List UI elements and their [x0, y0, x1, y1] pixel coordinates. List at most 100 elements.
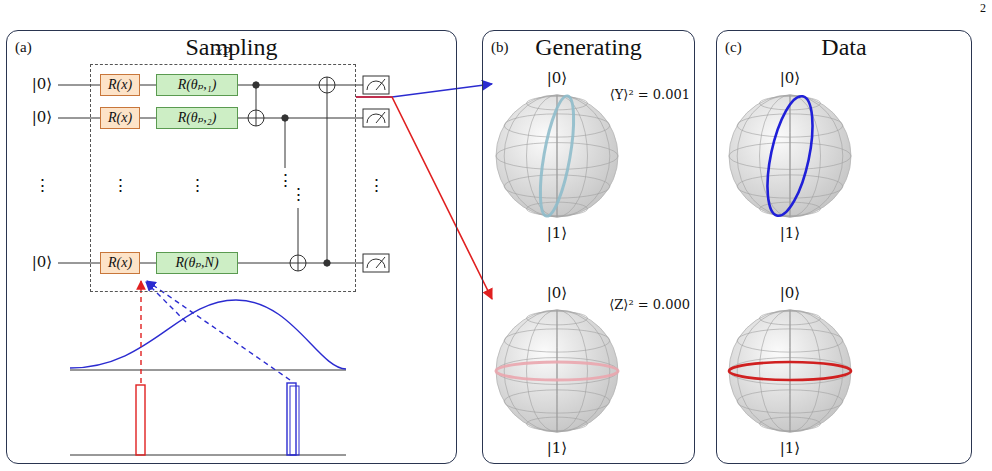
panel-title: Sampling: [7, 34, 456, 62]
measurement-meters: [376, 79, 385, 90]
sphere-grid: [557, 95, 558, 217]
ket-label: |0⟩: [725, 285, 855, 302]
rotation-gate: R(x): [100, 74, 140, 96]
sphere-grid: [557, 310, 558, 432]
figure-panel: R(x)R(θₚ,₁)R(x)R(θₚ,₂)R(x)R(θₚ,N)×P(a)Sa…: [6, 30, 457, 464]
sphere-grid: [504, 95, 610, 217]
cnot-gates: [253, 82, 259, 88]
qubit-input: |0⟩: [32, 254, 52, 271]
expectation-value: ⟨Y⟩² = 0.001: [610, 88, 690, 102]
sphere-grid: [737, 175, 843, 198]
measurement-meters: [363, 254, 389, 272]
gaussian-distribution: [290, 386, 299, 455]
bloch-sphere: |0⟩|1⟩: [725, 70, 855, 242]
sphere-grid: [760, 311, 821, 324]
cnot-gates: [282, 115, 288, 121]
cnot-gates: [256, 110, 257, 126]
sphere-body: [729, 310, 851, 432]
cnot-gates: [327, 77, 328, 93]
sphere-grid: [790, 310, 791, 432]
cnot-gates: [290, 255, 306, 271]
sphere-grid: [729, 310, 851, 432]
measurement-arrow: [356, 84, 492, 97]
sphere-grid: [504, 114, 610, 137]
ellipsis: ⋮: [290, 185, 307, 204]
ellipsis: ⋮: [189, 176, 206, 195]
gate-label: R(θₚ,₁): [157, 75, 237, 95]
measurement-meters: [376, 112, 385, 123]
ket-label: |1⟩: [725, 225, 855, 242]
sampling-arrows: [146, 282, 186, 322]
sphere-grid: [504, 390, 610, 413]
rotation-gate: R(θₚ,N): [156, 252, 238, 274]
sphere-grid: [527, 311, 588, 324]
cnot-gates: [298, 255, 299, 271]
measurement-meters: [363, 109, 389, 127]
cnot-gates: [248, 110, 264, 126]
ket-label: |1⟩: [492, 225, 622, 242]
rotation-gate: R(x): [100, 107, 140, 129]
gaussian-distribution: [136, 385, 145, 455]
sphere-drawing: [492, 285, 622, 457]
sphere-drawing: [725, 285, 855, 457]
sphere-grid: [737, 310, 843, 432]
gate-label: R(x): [101, 108, 139, 128]
measurement-meters: [376, 257, 385, 268]
bloch-sphere: |0⟩|1⟩: [725, 285, 855, 457]
sphere-grid: [729, 143, 851, 170]
sphere-body: [496, 95, 618, 217]
state-trajectory: [496, 362, 618, 380]
bloch-sphere: |0⟩|1⟩: [492, 285, 622, 457]
gaussian-distribution: [70, 370, 346, 371]
rotation-gate: R(θₚ,₂): [156, 107, 238, 129]
ellipsis: ⋮: [368, 176, 385, 195]
panel-tag: (a): [15, 39, 32, 56]
gate-label: R(x): [101, 253, 139, 273]
gaussian-distribution: [287, 383, 296, 455]
panel-title: Data: [717, 34, 971, 62]
page-number: 2: [980, 2, 986, 15]
cnot-gates: [327, 77, 328, 263]
sphere-grid: [557, 310, 558, 432]
sphere-grid: [760, 417, 821, 430]
bloch-sphere: |0⟩ |1⟩: [492, 70, 622, 242]
measurement-meters: [363, 76, 389, 272]
cnot-gates: [319, 77, 335, 93]
cnot-gates: [324, 260, 330, 266]
ket-label: |1⟩: [492, 440, 622, 457]
rotation-gate: R(x): [100, 252, 140, 274]
state-trajectory: [534, 94, 581, 219]
sphere-grid: [790, 95, 791, 217]
rotation-gate: R(θₚ,₁): [156, 74, 238, 96]
sphere-grid: [790, 310, 791, 432]
sphere-grid: [557, 95, 558, 217]
figure-panel: |0⟩|1⟩|0⟩|1⟩(c)Data: [716, 30, 972, 464]
sphere-grid: [737, 390, 843, 413]
sphere-body: [496, 310, 618, 432]
gaussian-distribution: [70, 455, 346, 456]
gate-label: R(θₚ,N): [157, 253, 237, 273]
sphere-grid: [496, 95, 618, 217]
panel-title: Generating: [483, 34, 694, 62]
sphere-grid: [496, 310, 618, 432]
sphere-body: [729, 95, 851, 217]
panel-tag: (c): [725, 39, 742, 56]
ellipsis: ⋮: [112, 176, 129, 195]
measurement-meters: [363, 76, 389, 94]
sphere-grid: [737, 329, 843, 352]
sampling-arrows: [140, 281, 141, 383]
sphere-drawing: [725, 70, 855, 242]
sphere-grid: [790, 95, 791, 217]
ket-label: |0⟩: [492, 70, 622, 87]
sphere-grid: [504, 175, 610, 198]
qubit-input: |0⟩: [32, 76, 52, 93]
sphere-grid: [527, 310, 588, 432]
sphere-grid: [737, 114, 843, 137]
sphere-grid: [729, 358, 851, 385]
sphere-grid: [527, 95, 588, 217]
sampling-arrows: [141, 281, 290, 383]
qubit-wires: [58, 85, 363, 263]
state-trajectory: [729, 362, 851, 380]
circuit-block: R(x)R(θₚ,₁)R(x)R(θₚ,₂)R(x)R(θₚ,N)×P: [90, 64, 356, 292]
sphere-grid: [729, 95, 851, 217]
